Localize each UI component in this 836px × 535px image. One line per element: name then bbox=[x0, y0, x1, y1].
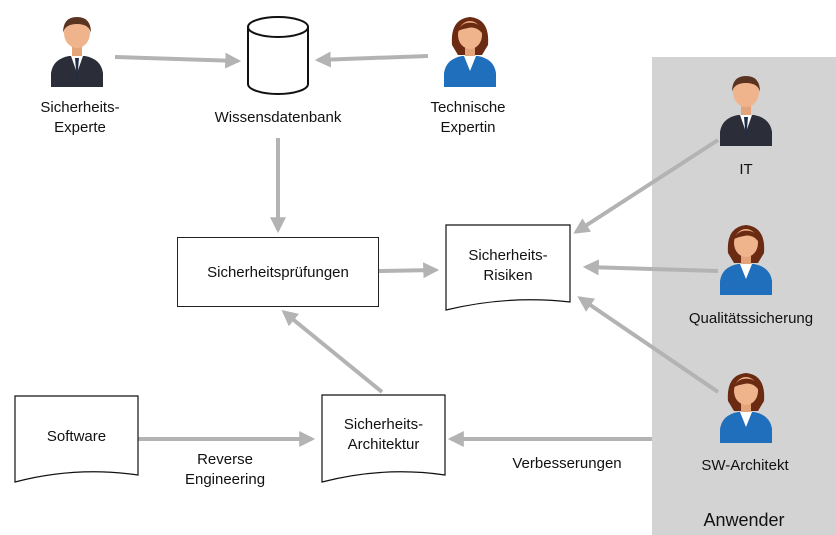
female-person-icon bbox=[444, 17, 496, 87]
label-it: IT bbox=[739, 161, 753, 178]
node-sicherheitspruefungen-label: Sicherheitsprüfungen bbox=[207, 263, 349, 281]
label-qualitaetssicherung: Qualitätssicherung bbox=[688, 310, 814, 327]
document-shape-arch bbox=[321, 394, 446, 483]
male-person-icon bbox=[51, 17, 103, 87]
anwender-label: Anwender bbox=[703, 510, 785, 530]
edge-label-verbesserungen: Verbesserungen bbox=[512, 455, 622, 472]
database-cylinder-icon bbox=[247, 16, 309, 95]
label-expert: Sicherheits- Experte bbox=[40, 99, 120, 136]
arrow-swa-to-risk bbox=[577, 296, 720, 394]
label-software: Software bbox=[46, 428, 107, 445]
arrow-arch-to-pruef bbox=[281, 309, 384, 394]
female-person-icon bbox=[720, 373, 772, 443]
arrow-expert-to-db bbox=[114, 52, 242, 69]
arrow-it-to-risk bbox=[573, 138, 720, 234]
male-person-icon bbox=[720, 76, 772, 146]
document-shape-risk bbox=[445, 224, 571, 311]
document-shape-software bbox=[14, 395, 139, 483]
label-tech-expertin: Technische Expertin bbox=[430, 99, 506, 136]
edge-label-reverse-engineering: Reverse Engineering bbox=[184, 451, 266, 488]
arrow-qs-to-risk bbox=[582, 259, 719, 276]
label-sicherheits-architektur: Sicherheits- Architektur bbox=[343, 416, 424, 453]
label-sicherheits-risiken: Sicherheits- Risiken bbox=[468, 247, 548, 284]
label-sw-architekt: SW-Architekt bbox=[701, 457, 789, 474]
node-sicherheitspruefungen: Sicherheitsprüfungen bbox=[177, 237, 379, 307]
arrow-pruef-to-risk bbox=[378, 262, 440, 279]
female-person-icon bbox=[720, 225, 772, 295]
arrow-tech-to-db bbox=[314, 51, 429, 68]
label-wissensdatenbank: Wissensdatenbank bbox=[214, 109, 342, 126]
